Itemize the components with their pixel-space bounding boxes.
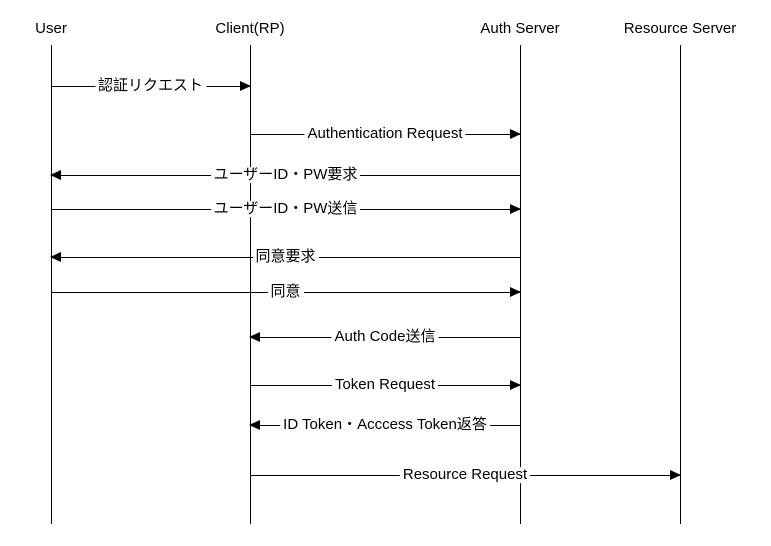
arrowhead-right-icon xyxy=(510,129,521,139)
lifeline-resource xyxy=(680,45,681,524)
lifeline-auth xyxy=(520,45,521,524)
actor-label-auth: Auth Server xyxy=(480,20,560,37)
message-label-4: ユーザーID・PW送信 xyxy=(210,201,361,217)
actor-label-resource: Resource Server xyxy=(623,20,737,37)
message-label-9: ID Token・Acccess Token返答 xyxy=(280,417,490,433)
arrowhead-right-icon xyxy=(510,380,521,390)
arrowhead-right-icon xyxy=(510,204,521,214)
lifeline-user xyxy=(51,45,52,524)
arrowhead-left-icon xyxy=(50,170,61,180)
lifeline-client xyxy=(250,45,251,524)
arrowhead-right-icon xyxy=(240,81,251,91)
message-label-1: 認証リクエスト xyxy=(94,78,207,94)
arrowhead-left-icon xyxy=(50,252,61,262)
actor-label-client: Client(RP) xyxy=(215,20,285,37)
message-label-8: Token Request xyxy=(331,377,439,393)
message-label-2: Authentication Request xyxy=(304,126,466,142)
arrowhead-right-icon xyxy=(670,470,681,480)
arrowhead-left-icon xyxy=(249,420,260,430)
message-label-10: Resource Request xyxy=(399,467,531,483)
arrowhead-right-icon xyxy=(510,287,521,297)
actor-label-user: User xyxy=(35,20,67,37)
message-label-5: 同意要求 xyxy=(252,249,319,265)
message-label-6: 同意 xyxy=(267,284,304,300)
message-label-3: ユーザーID・PW要求 xyxy=(210,167,361,183)
arrowhead-left-icon xyxy=(249,332,260,342)
message-label-7: Auth Code送信 xyxy=(331,329,439,345)
